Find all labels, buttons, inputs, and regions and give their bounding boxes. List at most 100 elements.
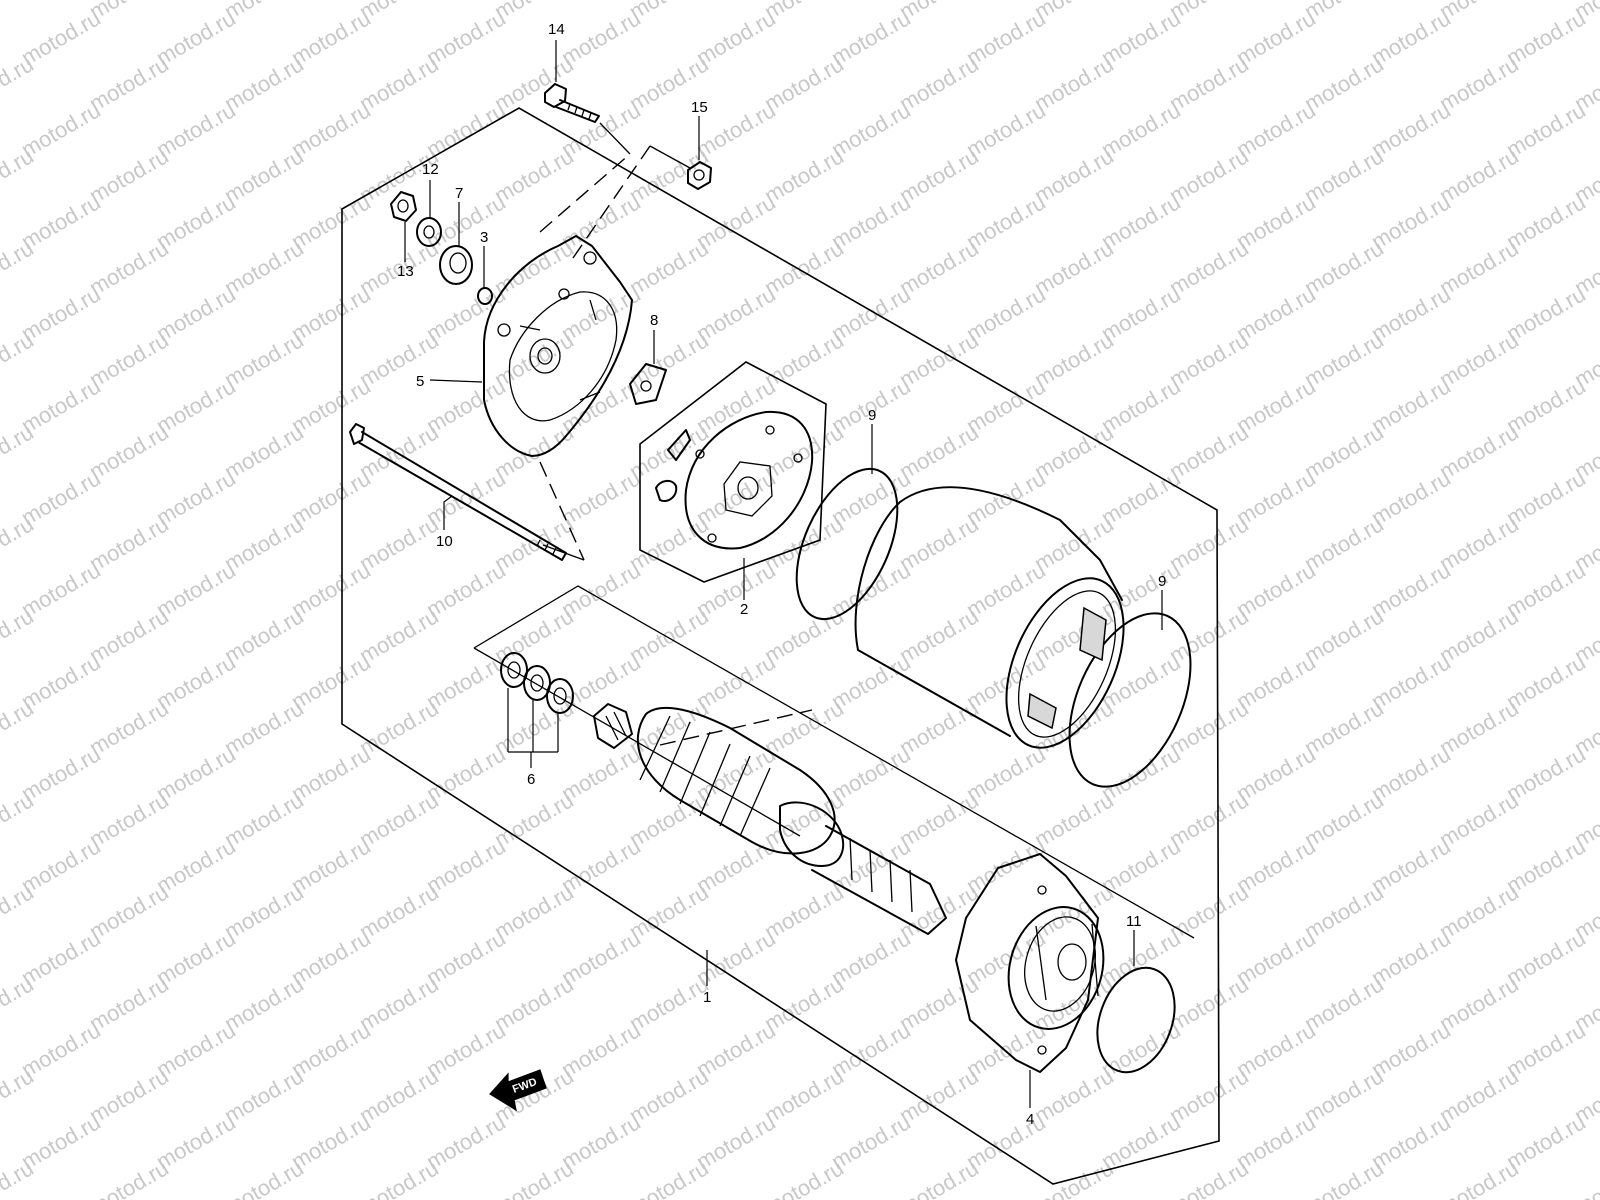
watermark-text: motod.ru [1165,143,1253,208]
watermark-text: motod.ru [220,327,308,392]
watermark-text: motod.ru [1300,327,1388,392]
watermark-text: motod.ru [220,511,308,576]
watermark-text: motod.ru [1435,51,1523,116]
watermark-text: motod.ru [895,695,983,760]
watermark-text: motod.ru [1030,787,1118,852]
callout-3: 3 [480,229,488,246]
watermark-text: motod.ru [490,695,578,760]
watermark-text: motod.ru [220,971,308,1036]
watermark-text: motod.ru [490,971,578,1036]
callout-9-rear: 9 [868,407,876,424]
watermark-text: motod.ru [85,511,173,576]
watermark-text: motod.ru [220,1063,308,1128]
o-ring-part-3 [477,287,493,305]
watermark-text: motod.ru [85,51,173,116]
watermark-text: motod.ru [1165,787,1253,852]
watermark-text: motod.ru [1165,511,1253,576]
watermark-text: motod.ru [355,603,443,668]
watermark-text: motod.ru [220,419,308,484]
watermark-text: motod.ru [85,1155,173,1200]
nut-part-13 [390,191,417,222]
watermark-text: motod.ru [760,51,848,116]
watermark-text: motod.ru [1570,1155,1600,1200]
watermark-text: motod.ru [85,603,173,668]
watermark-text: motod.ru [85,787,173,852]
callout-10: 10 [436,533,453,550]
watermark-text: motod.ru [760,1063,848,1128]
watermark-text: motod.ru [1435,603,1523,668]
o-ring-part-9-front [1068,612,1192,788]
watermark-text: motod.ru [1300,787,1388,852]
watermark-text: motod.ru [895,419,983,484]
watermark-text: motod.ru [1300,879,1388,944]
watermark-text: motod.ru [895,51,983,116]
watermark-text: motod.ru [625,603,713,668]
watermark-text: motod.ru [1435,1155,1523,1200]
watermark-text: motod.ru [1300,603,1388,668]
watermark-text: motod.ru [1300,419,1388,484]
watermark-text: motod.ru [625,1063,713,1128]
watermark-text: motod.ru [895,1063,983,1128]
callout-2: 2 [740,601,748,618]
watermark-text: motod.ru [760,879,848,944]
watermark-text: motod.ru [1300,51,1388,116]
watermark-text: motod.ru [1300,1155,1388,1200]
watermark-text: motod.ru [1030,1063,1118,1128]
watermark-text: motod.ru [1435,327,1523,392]
callout-6: 6 [527,771,535,788]
watermark-text: motod.ru [895,327,983,392]
watermark-text: motod.ru [895,603,983,668]
callout-8: 8 [650,312,658,329]
watermark-text: motod.ru [1435,879,1523,944]
watermark-text: motod.ru [355,51,443,116]
watermark-text: motod.ru [1300,1063,1388,1128]
watermark-text: motod.ru [760,1155,848,1200]
watermark-text: motod.ru [1030,235,1118,300]
watermark-text: motod.ru [220,1155,308,1200]
watermark-text: motod.ru [220,143,308,208]
watermark-text: motod.ru [1030,51,1118,116]
terminal-plate-part-8 [629,363,667,405]
fwd-direction-arrow: FWD [489,1069,547,1112]
nut-part-15 [687,161,712,190]
watermark-text: motod.ru [85,327,173,392]
watermark-text: motod.ru [1030,327,1118,392]
watermark-text: motod.ru [1165,51,1253,116]
watermark-text: motod.ru [1165,419,1253,484]
watermark-text: motod.ru [1165,327,1253,392]
watermark-text: motod.ru [1300,235,1388,300]
watermark-text: motod.ru [1165,235,1253,300]
watermark-text: motod.ru [220,235,308,300]
washers-part-6 [500,652,574,714]
watermark-text: motod.ru [490,787,578,852]
watermark-text: motod.ru [85,419,173,484]
watermark-text: motod.ru [85,695,173,760]
callout-4: 4 [1026,1111,1034,1128]
watermark-text: motod.ru [85,1063,173,1128]
watermark-text: motod.ru [355,1063,443,1128]
watermark-text: motod.ru [1435,1063,1523,1128]
watermark-text: motod.ru [1435,235,1523,300]
armature-part-1 [593,703,947,935]
watermark-text: motod.ru [85,971,173,1036]
watermark-text: motod.ru [895,1155,983,1200]
watermark-text: motod.ru [1165,1155,1253,1200]
o-ring-part-9-rear [795,467,899,621]
watermark-text: motod.ru [760,419,848,484]
watermark-text: motod.ru [760,327,848,392]
watermark-text: motod.ru [0,0,38,24]
brush-holder-part-2 [639,361,827,583]
callout-1: 1 [703,989,711,1006]
yoke-housing [854,486,1125,749]
callout-13: 13 [397,263,414,280]
watermark-text: motod.ru [355,787,443,852]
watermark-text: motod.ru [1435,143,1523,208]
watermark-text: motod.ru [490,51,578,116]
watermark-text: motod.ru [1165,879,1253,944]
callout-12: 12 [422,161,439,178]
watermark-text: motod.ru [760,511,848,576]
watermark-text: motod.ru [85,143,173,208]
watermark-text: motod.ru [1165,695,1253,760]
watermark-text: motod.ru [355,879,443,944]
